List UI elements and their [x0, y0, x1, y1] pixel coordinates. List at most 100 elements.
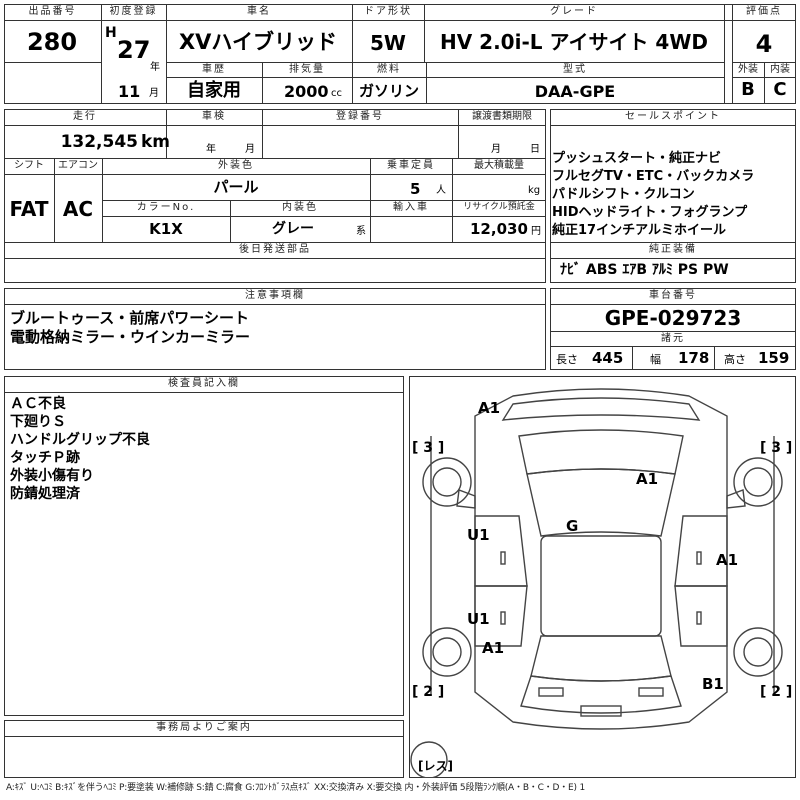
- import-label: 輸入車: [393, 202, 429, 213]
- damage-mark-a1-right-door: A1: [716, 551, 739, 569]
- vehicle-info-block: [4, 109, 546, 283]
- seats-label: 乗車定員: [387, 160, 435, 171]
- seats-unit: 人: [436, 185, 446, 196]
- header-divider: [101, 4, 102, 104]
- shift-value: FAT: [9, 197, 49, 221]
- door-value: 5W: [370, 31, 406, 55]
- seats-value: 5: [410, 180, 421, 198]
- recycle-unit: 円: [531, 226, 541, 237]
- length-value: 445: [592, 349, 624, 367]
- recycle-label: リサイクル預託金: [463, 202, 535, 212]
- rear-window-outline: [530, 635, 672, 682]
- grade-label: グレード: [550, 6, 598, 17]
- displacement-value: 2000: [284, 82, 329, 101]
- info-divider: [102, 158, 103, 242]
- sales-point-line: プッシュスタート・純正ナビ: [552, 151, 722, 166]
- header-divider: [352, 62, 353, 104]
- factory-equipment-label: 純正装備: [649, 244, 697, 255]
- factory-equipment-value: ﾅﾋﾞ ABS ｴｱB ｱﾙﾐ PS PW: [560, 262, 729, 278]
- inspector-block: [4, 376, 404, 716]
- model-label: 型式: [563, 64, 587, 75]
- notes-block: [4, 288, 546, 370]
- color-value: パール: [213, 178, 259, 196]
- inspector-line: 外装小傷有り: [10, 468, 94, 484]
- legend-text: A:ｷｽﾞ U:ﾍｺﾐ B:ｷｽﾞを伴うﾍｺﾐ P:要塗装 W:補修跡 S:錆 …: [6, 783, 585, 793]
- inspection-label: 車検: [202, 111, 226, 122]
- info-divider: [4, 125, 546, 126]
- sales-divider: [550, 258, 796, 259]
- info-divider: [102, 216, 546, 217]
- damage-mark-a1-hood: A1: [636, 470, 659, 488]
- plate-label: 登録番号: [336, 111, 384, 122]
- office-label: 事務局よりご案内: [156, 722, 252, 733]
- aircon-label: エアコン: [58, 160, 98, 171]
- transfer-label: 譲渡書類期限: [472, 111, 532, 122]
- office-block: [4, 720, 404, 778]
- info-divider: [230, 200, 231, 242]
- first-reg-label: 初度登録: [109, 6, 158, 17]
- header-divider: [262, 62, 263, 104]
- left-mirror: [456, 489, 476, 509]
- wheel-front-left: [422, 457, 472, 507]
- spare-tire-label: [レス]: [418, 759, 453, 773]
- length-label: 長さ: [556, 353, 578, 366]
- damage-diagram-block: [409, 376, 796, 778]
- interior-color-value: グレー: [272, 221, 314, 237]
- door-handle: [500, 611, 506, 625]
- interior-grade-value: C: [773, 79, 787, 100]
- inspector-line: タッチＰ跡: [10, 450, 80, 466]
- car-outline-diagram: [410, 388, 783, 778]
- tire-tread-rear-right: [ 2 ]: [760, 684, 793, 700]
- wheel-rear-left-inner: [432, 637, 462, 667]
- inspector-list: ＡＣ不良 下廻りＳ ハンドルグリップ不良 タッチＰ跡 外装小傷有り 防錆処理済: [10, 395, 150, 503]
- header-divider: [166, 77, 724, 78]
- info-divider: [458, 109, 459, 158]
- chassis-divider: [632, 346, 633, 370]
- interior-color-unit: 系: [356, 226, 366, 237]
- year-value: 27: [117, 36, 151, 64]
- score-label: 評価点: [746, 6, 782, 17]
- inspector-line: 下廻りＳ: [10, 414, 66, 430]
- color-label: 外装色: [218, 160, 254, 171]
- note-line: 電動格納ミラー・ウインカーミラー: [10, 328, 251, 346]
- info-divider: [452, 158, 453, 242]
- spare-tire-circle: [410, 741, 448, 778]
- header-divider: [764, 62, 765, 104]
- info-divider: [4, 242, 546, 243]
- mileage-unit: km: [141, 132, 171, 152]
- damage-mark-g-windshield: G: [566, 517, 579, 535]
- windshield-outline: [526, 468, 676, 537]
- dimensions-label: 諸元: [661, 333, 685, 344]
- header-divider: [732, 4, 733, 104]
- tire-tread-front-right: [ 3 ]: [760, 440, 793, 456]
- notes-list: ブルートゥース・前席パワーシート 電動格納ミラー・ウインカーミラー: [10, 309, 250, 347]
- inspector-line: 防錆処理済: [10, 486, 80, 502]
- wheel-front-right-inner: [743, 467, 773, 497]
- chassis-divider: [550, 304, 796, 305]
- color-number-label: カラーNo.: [136, 202, 196, 213]
- mileage-value: 132,545: [60, 132, 138, 152]
- header-divider: [166, 62, 724, 63]
- rear-light-right: [638, 687, 664, 697]
- recycle-value: 12,030: [470, 220, 528, 238]
- header-divider: [426, 62, 427, 104]
- height-value: 159: [758, 349, 790, 367]
- lot-value: 280: [26, 28, 78, 56]
- chassis-label: 車台番号: [649, 290, 697, 301]
- inspector-label: 検査員記入欄: [168, 378, 240, 389]
- sales-divider: [550, 125, 796, 126]
- year-unit: 年: [150, 62, 160, 73]
- score-value: 4: [755, 30, 773, 58]
- interior-grade-label: 内装: [770, 64, 790, 75]
- width-label: 幅: [650, 353, 661, 366]
- car-body-outline: [474, 388, 728, 730]
- interior-color-label: 内装色: [282, 202, 318, 213]
- aircon-value: AC: [62, 197, 94, 221]
- height-label: 高さ: [724, 353, 746, 366]
- displacement-unit: cc: [331, 88, 342, 99]
- header-divider: [166, 4, 167, 104]
- sales-point-line: フルセグTV・ETC・バックカメラ: [552, 169, 755, 184]
- displacement-label: 排気量: [289, 64, 325, 75]
- info-divider: [4, 174, 546, 175]
- damage-mark-a1-left-rear: A1: [482, 639, 505, 657]
